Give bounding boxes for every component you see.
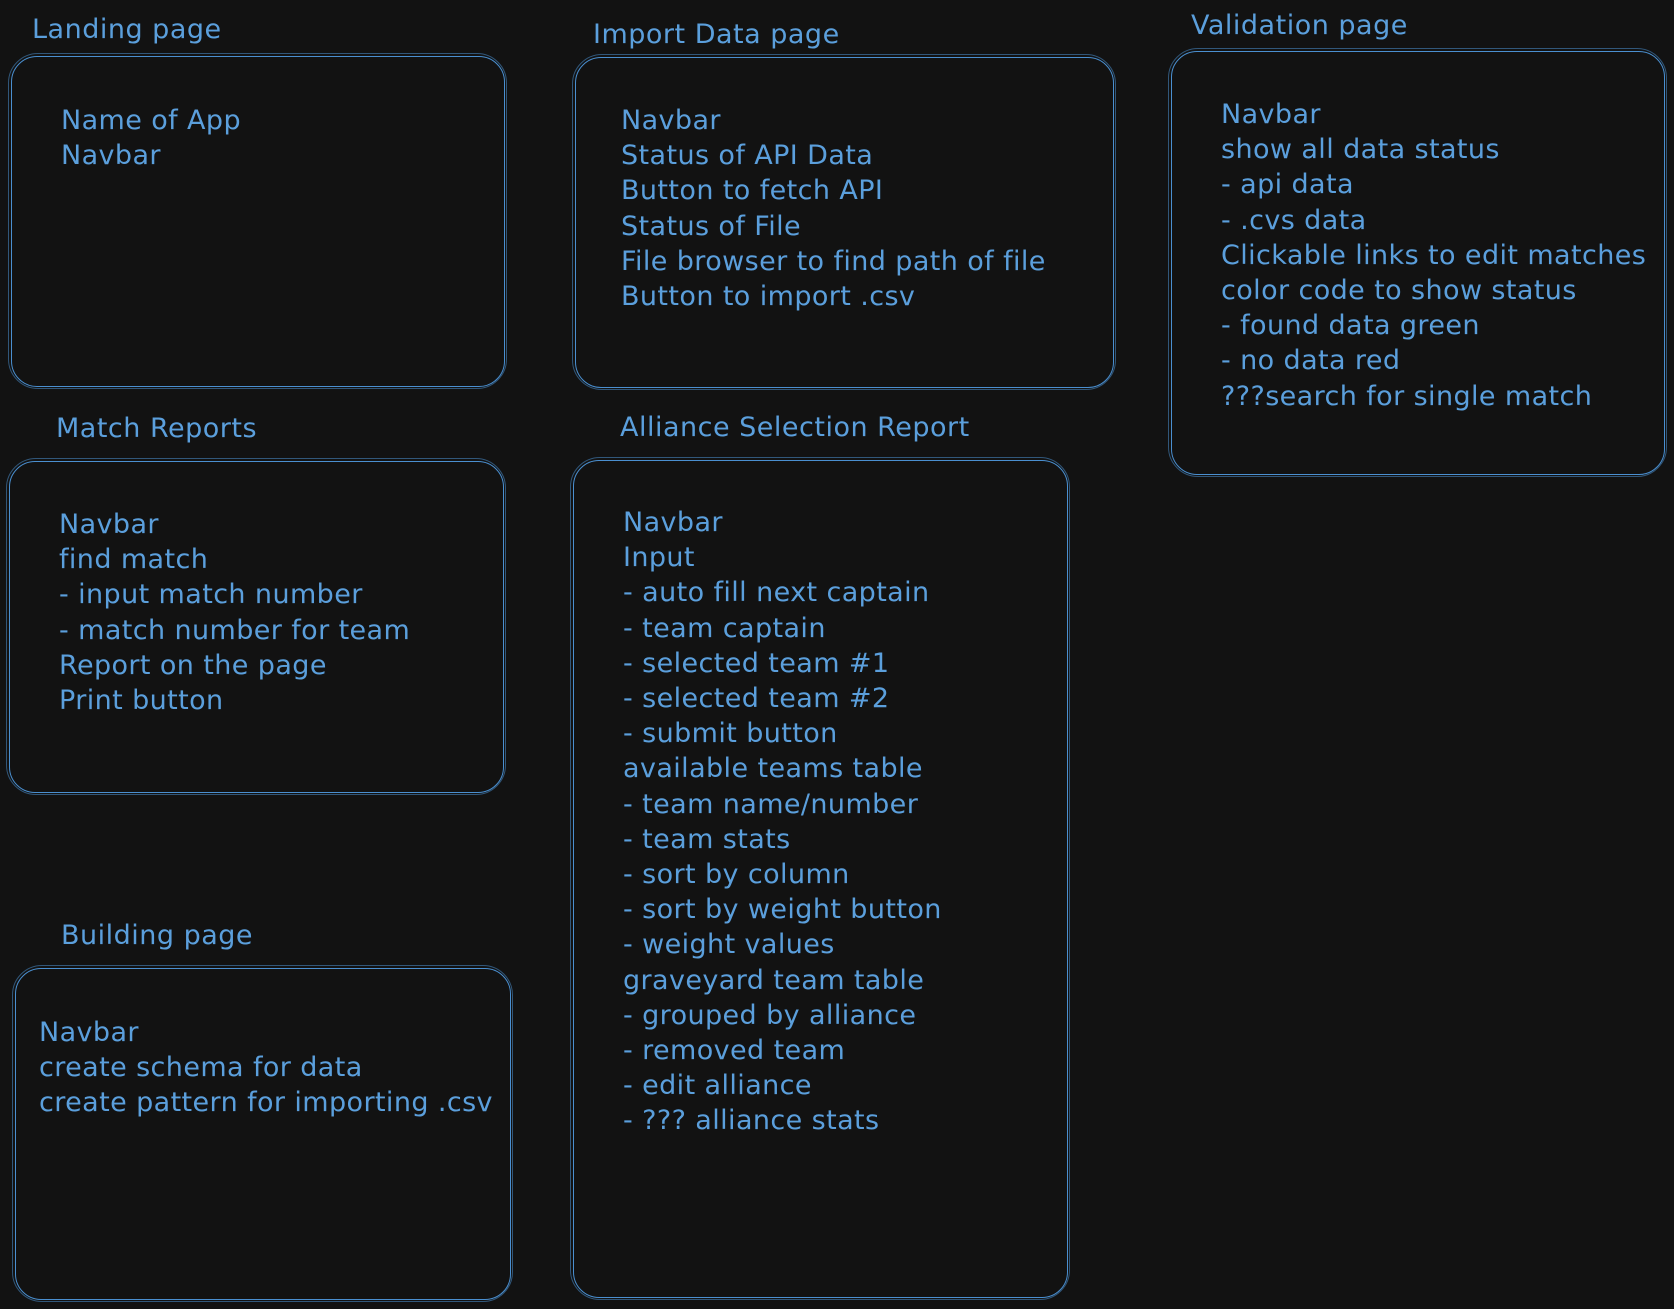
note-line: Navbar xyxy=(621,105,721,136)
note-line: graveyard team table xyxy=(623,964,925,996)
note-line: - submit button xyxy=(623,718,838,750)
note-line: - found data green xyxy=(1221,310,1480,342)
note-line: - sort by weight button xyxy=(623,894,942,926)
note-line: Status of API Data xyxy=(621,140,874,172)
note-line: - team stats xyxy=(623,823,791,855)
note-line: - edit alliance xyxy=(623,1070,812,1102)
note-line: Report on the page xyxy=(59,649,327,681)
note-line: Button to fetch API xyxy=(621,175,884,207)
note-line: - selected team #1 xyxy=(623,647,890,679)
note-line: Navbar xyxy=(59,509,159,540)
note-line: - .cvs data xyxy=(1221,204,1367,236)
note-line: - selected team #2 xyxy=(623,683,890,715)
note-line: File browser to find path of file xyxy=(621,245,1046,277)
building-page-title: Building page xyxy=(61,920,254,951)
note-line: - input match number xyxy=(59,579,363,611)
note-line: show all data status xyxy=(1221,134,1500,166)
note-line: Status of File xyxy=(621,210,802,242)
landing-page-title: Landing page xyxy=(32,14,222,45)
match-reports-notes: Navbar find match - input match number -… xyxy=(59,507,410,718)
note-line: Clickable links to edit matches xyxy=(1221,239,1647,271)
note-line: find match xyxy=(59,544,209,576)
note-line: Name of App xyxy=(61,105,241,136)
alliance-selection-title: Alliance Selection Report xyxy=(620,412,970,443)
note-line: Navbar xyxy=(623,507,723,538)
note-line: - ??? alliance stats xyxy=(623,1105,880,1137)
note-line: - sort by column xyxy=(623,859,850,891)
note-line: create schema for data xyxy=(39,1052,363,1084)
note-line: Navbar xyxy=(39,1017,139,1048)
note-line: - weight values xyxy=(623,929,835,961)
import-data-page-notes: Navbar Status of API Data Button to fetc… xyxy=(621,103,1046,314)
note-line: Print button xyxy=(59,685,224,717)
note-line: Navbar xyxy=(61,140,161,172)
match-reports-title: Match Reports xyxy=(56,413,258,444)
note-line: create pattern for importing .csv xyxy=(39,1087,493,1119)
note-line: color code to show status xyxy=(1221,275,1577,307)
note-line: - no data red xyxy=(1221,345,1401,377)
landing-page-notes: Name of App Navbar xyxy=(61,103,241,173)
building-page-notes: Navbar create schema for data create pat… xyxy=(39,1015,493,1121)
note-line: - removed team xyxy=(623,1035,846,1067)
note-line: Input xyxy=(623,542,695,574)
note-line: ???search for single match xyxy=(1221,380,1593,412)
note-line: - match number for team xyxy=(59,614,411,646)
note-line: - api data xyxy=(1221,169,1354,201)
alliance-selection-notes: Navbar Input - auto fill next captain - … xyxy=(623,505,942,1139)
note-line: - team name/number xyxy=(623,788,919,820)
validation-page-notes: Navbar show all data status - api data -… xyxy=(1221,97,1646,414)
note-line: - auto fill next captain xyxy=(623,577,930,609)
import-data-page-title: Import Data page xyxy=(593,19,840,50)
note-line: available teams table xyxy=(623,753,923,785)
note-line: Button to import .csv xyxy=(621,281,916,313)
note-line: - grouped by alliance xyxy=(623,999,917,1031)
note-line: - team captain xyxy=(623,612,826,644)
validation-page-title: Validation page xyxy=(1191,10,1408,41)
note-line: Navbar xyxy=(1221,99,1321,130)
